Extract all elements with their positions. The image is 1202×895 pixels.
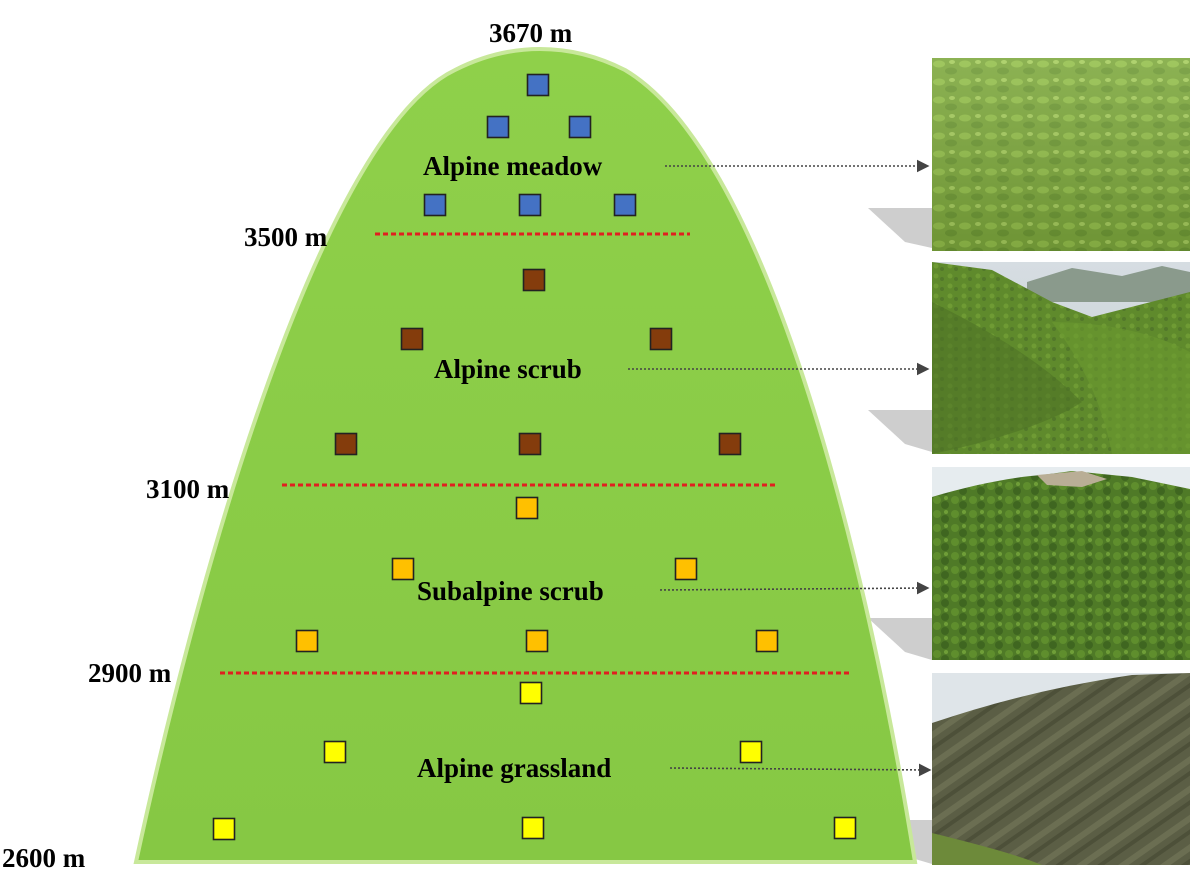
sample-plot-marker-subalpine-scrub	[515, 496, 539, 520]
photo-shadow	[868, 410, 932, 452]
sample-plot-marker-alpine-grassland	[739, 740, 763, 764]
sample-plot-marker-alpine-scrub	[518, 432, 542, 456]
sample-plot-marker-alpine-grassland	[833, 816, 857, 840]
sample-plot-marker-alpine-meadow	[526, 73, 550, 97]
photo-alpine-meadow	[932, 58, 1190, 251]
sample-plot-marker-alpine-meadow	[568, 115, 592, 139]
mountain-shape	[133, 47, 918, 864]
sample-plot-marker-alpine-grassland	[519, 681, 543, 705]
sample-plot-marker-alpine-meadow	[518, 193, 542, 217]
photo-shadow	[868, 618, 932, 660]
sample-plot-marker-subalpine-scrub	[391, 557, 415, 581]
zone-label-alpine-grassland: Alpine grassland	[417, 753, 612, 783]
zone-label-subalpine-scrub: Subalpine scrub	[417, 576, 604, 606]
photo-subalpine-scrub	[932, 467, 1190, 660]
zone-label-alpine-meadow: Alpine meadow	[423, 151, 603, 181]
sample-plot-marker-subalpine-scrub	[525, 629, 549, 653]
elevation-label-base: 2600 m	[2, 843, 86, 873]
leader-arrow-subalpine	[659, 581, 930, 595]
elevation-label-3500: 3500 m	[244, 222, 328, 252]
sample-plot-marker-alpine-meadow	[423, 193, 447, 217]
sample-plot-marker-alpine-grassland	[212, 817, 236, 841]
sample-plot-marker-subalpine-scrub	[755, 629, 779, 653]
zone-label-alpine-scrub: Alpine scrub	[434, 354, 582, 384]
sample-plot-marker-alpine-scrub	[718, 432, 742, 456]
sample-plot-marker-alpine-grassland	[323, 740, 347, 764]
leader-arrow-grassland	[669, 763, 932, 777]
sample-plot-marker-alpine-meadow	[486, 115, 510, 139]
sample-plot-marker-subalpine-scrub	[674, 557, 698, 581]
sample-plot-marker-alpine-scrub	[334, 432, 358, 456]
sample-plot-marker-subalpine-scrub	[295, 629, 319, 653]
photo-alpine-scrub	[932, 262, 1190, 454]
photo-alpine-grassland	[932, 673, 1190, 865]
photo-shadow	[868, 208, 932, 248]
sample-plot-marker-alpine-scrub	[649, 327, 673, 351]
elevation-label-2900: 2900 m	[88, 658, 172, 688]
elevation-label-summit: 3670 m	[489, 18, 573, 48]
sample-plot-marker-alpine-grassland	[521, 816, 545, 840]
sample-plot-marker-alpine-meadow	[613, 193, 637, 217]
sample-plot-marker-alpine-scrub	[400, 327, 424, 351]
sample-plot-marker-alpine-scrub	[522, 268, 546, 292]
elevation-label-3100: 3100 m	[146, 474, 230, 504]
